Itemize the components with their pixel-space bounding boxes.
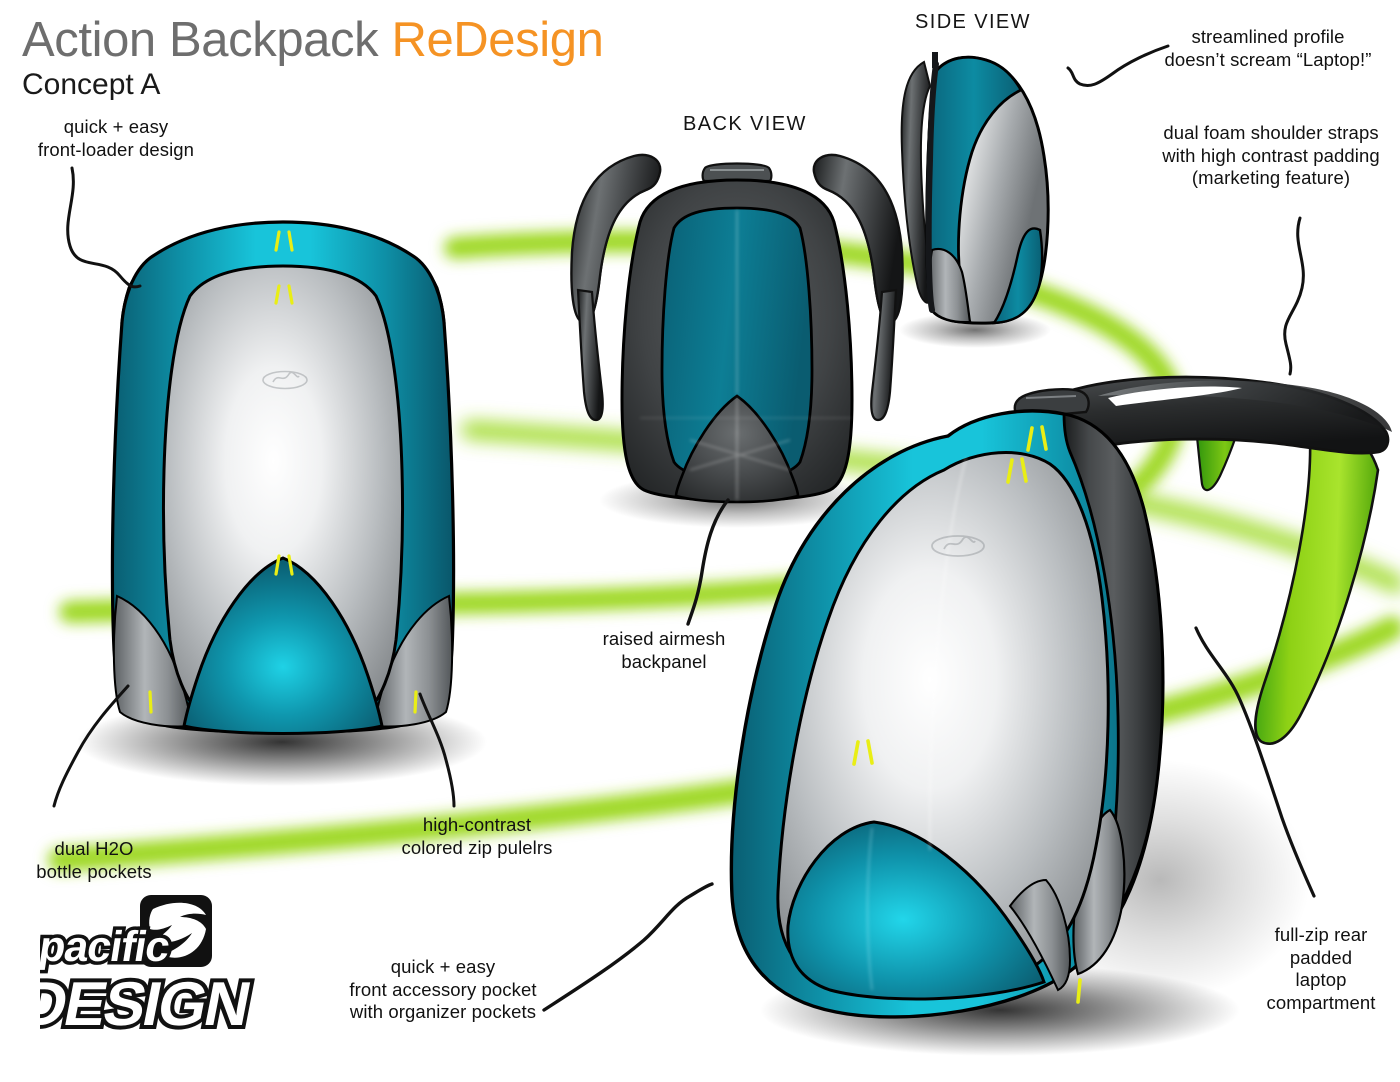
zip-pulls-front xyxy=(148,230,418,714)
brand-badge-icon xyxy=(262,370,308,390)
backpack-hero-three-quarter-view xyxy=(729,375,1392,1056)
logo-word-design: DESIGN xyxy=(40,966,259,1043)
page-subtitle: Concept A xyxy=(22,68,161,101)
annotation-laptop-compartment: full-zip rear padded laptop compartment xyxy=(1266,924,1376,1013)
annotation-airmesh-backpanel: raised airmesh backpanel xyxy=(602,628,726,672)
annotation-streamlined-profile: streamlined profile doesn’t scream “Lapt… xyxy=(1164,26,1372,70)
annotation-leader-lines xyxy=(52,44,1316,1012)
page-title-accent: ReDesign xyxy=(391,13,604,67)
page-title-main: Action Backpack xyxy=(22,13,392,67)
annotation-front-loader: quick + easy front-loader design xyxy=(37,116,195,160)
pacific-design-logo: pacific DESIGN xyxy=(40,893,260,1043)
backpack-side-view xyxy=(899,52,1051,348)
backpack-back-view xyxy=(570,153,904,528)
view-label-side: SIDE VIEW xyxy=(915,11,1031,33)
brand-badge-icon-hero xyxy=(931,535,985,557)
annotation-accessory-pocket: quick + easy front accessory pocket with… xyxy=(349,956,537,1023)
logo-leaf-swoosh-icon xyxy=(140,895,212,967)
svg-text:pacific: pacific xyxy=(40,923,172,971)
zip-pulls-hero xyxy=(852,425,1082,1004)
annotation-zip-pulls: high-contrast colored zip pulelrs xyxy=(401,814,553,858)
annotation-shoulder-straps: dual foam shoulder straps with high cont… xyxy=(1162,122,1380,189)
svg-text:DESIGN: DESIGN xyxy=(40,970,255,1039)
backpack-front-view xyxy=(77,220,487,786)
logo-word-pacific: pacific xyxy=(40,920,176,975)
page-title: Action Backpack ReDesign xyxy=(22,13,604,67)
view-label-back: BACK VIEW xyxy=(683,113,807,135)
annotation-h2o-pockets: dual H2O bottle pockets xyxy=(36,838,152,882)
